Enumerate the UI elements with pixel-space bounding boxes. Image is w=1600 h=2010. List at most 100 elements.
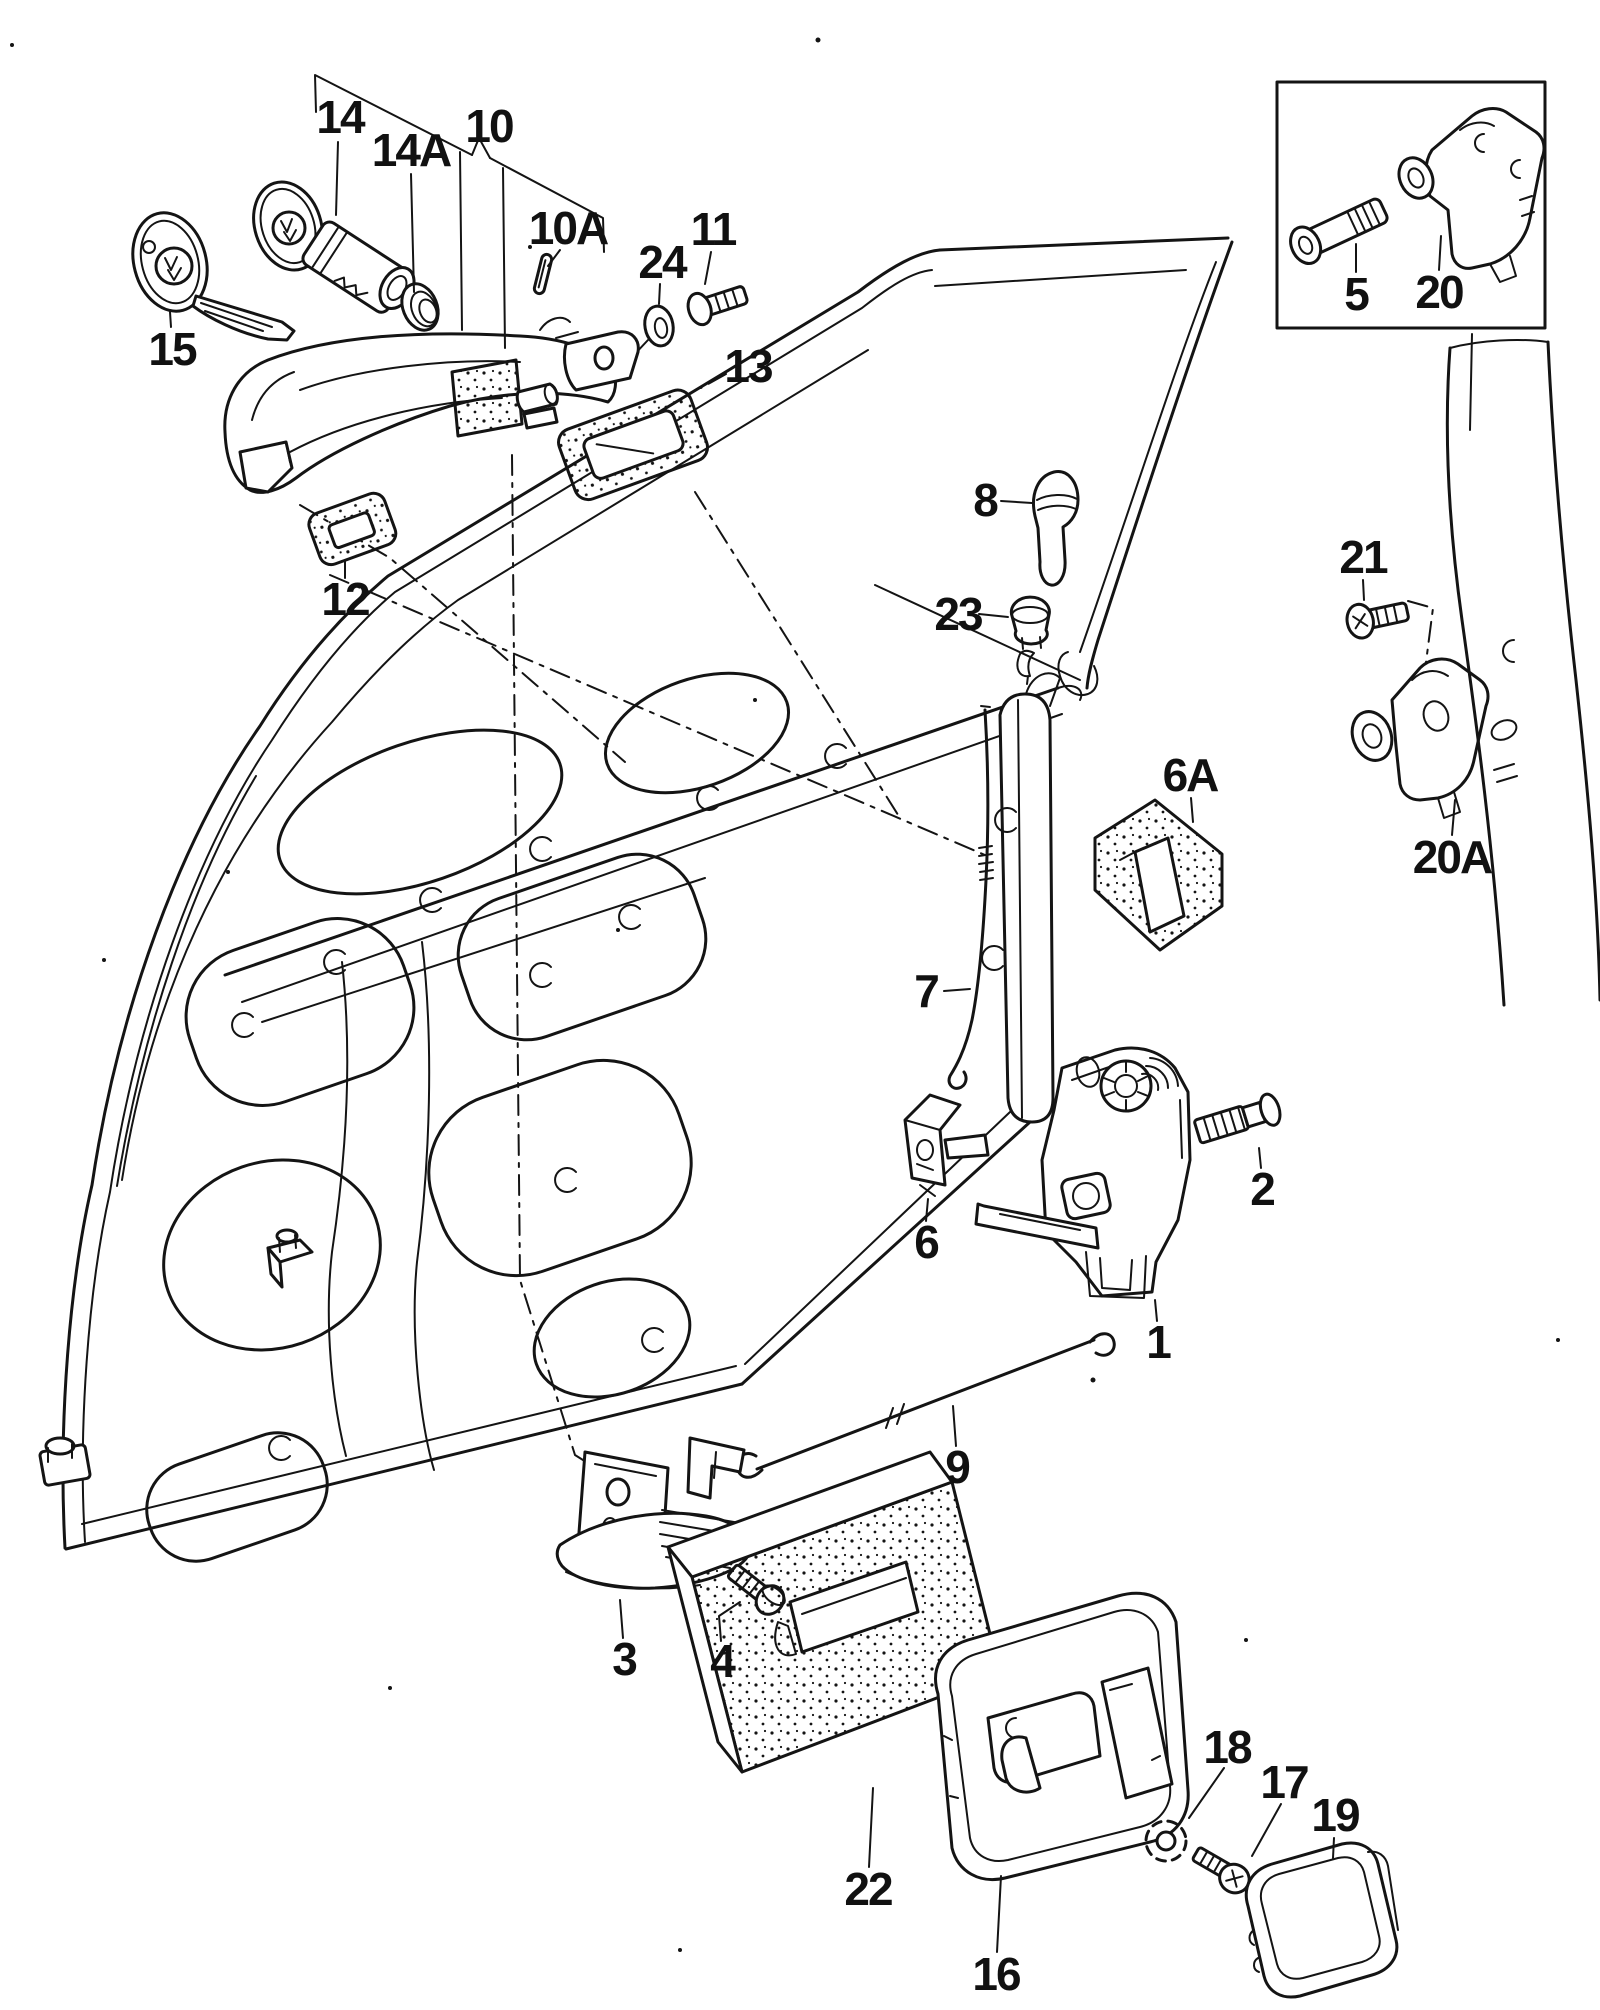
panel-cutout-7 — [145, 1431, 329, 1563]
door-rear-edge — [740, 1120, 1032, 1386]
leader-4 — [718, 1601, 741, 1642]
leader-19 — [1332, 1837, 1335, 1859]
part-label-22: 22 — [844, 1863, 892, 1915]
leader-14 — [335, 141, 339, 216]
part-lock-knob-8 — [1032, 470, 1080, 587]
part-washer-24 — [643, 304, 675, 348]
part-label-2: 2 — [1250, 1163, 1274, 1215]
panel-cutout-5 — [162, 1158, 382, 1352]
door-front-edge-inner — [81, 269, 933, 1543]
callouts: 1 2 3 4 5 6 6A 7 8 9 10 10A 11 12 13 14 … — [148, 74, 1494, 2000]
part-label-15: 15 — [148, 323, 197, 375]
leader-1 — [1154, 1299, 1158, 1322]
inner-front-channel — [116, 775, 257, 1187]
belt-line-outer — [223, 686, 1060, 977]
part-lock-cylinder-14 — [252, 180, 416, 314]
belt-line-hook — [1057, 684, 1083, 701]
part-screw-21 — [1345, 601, 1410, 640]
part-key-15 — [131, 211, 296, 342]
part-label-3: 3 — [612, 1633, 636, 1685]
leader-10a — [547, 249, 561, 267]
leader-23 — [978, 613, 1009, 618]
vent-pivot — [1057, 651, 1099, 696]
handle-ear-plate — [562, 330, 640, 392]
align-line-screw21-to-bracket — [1407, 600, 1434, 671]
panel-cutout-3 — [184, 917, 416, 1107]
part-label-19: 19 — [1311, 1789, 1359, 1841]
leader-20a — [1451, 799, 1456, 836]
part-door-lock-1 — [974, 1046, 1192, 1299]
leader-14a — [410, 173, 415, 293]
part-screw-17 — [1191, 1846, 1251, 1895]
belt-line-inner — [241, 713, 1063, 1003]
part-label-6a: 6A — [1163, 749, 1219, 801]
rear-channel — [998, 692, 1055, 1124]
part-door-check-20a — [1350, 657, 1490, 819]
part-lock-rod-7 — [947, 705, 994, 1090]
part-label-14a: 14A — [372, 124, 451, 176]
panel-cutout-8 — [532, 1277, 692, 1399]
panel-wave-line-2 — [413, 941, 435, 1471]
leader-21 — [1362, 579, 1365, 601]
lock-fork — [1085, 1251, 1147, 1299]
part-grommet-23 — [1009, 595, 1051, 685]
part-label-9: 9 — [945, 1441, 969, 1493]
part-label-23: 23 — [934, 588, 982, 640]
part-label-12: 12 — [321, 573, 369, 625]
handle-cylinder-stub — [515, 382, 559, 430]
leader-22 — [868, 1787, 874, 1868]
panel-cutout-4 — [456, 852, 708, 1042]
leader-11 — [704, 251, 712, 285]
part-seal-ring-14a — [400, 282, 440, 332]
part-star-washer-18 — [1144, 1819, 1188, 1863]
part-door-check-20 — [1397, 107, 1546, 283]
part-label-4: 4 — [710, 1635, 736, 1687]
b-pillar-strip — [1445, 333, 1600, 1007]
part-trim-plate-16 — [934, 1591, 1190, 1881]
vent-divider-inner — [1079, 261, 1217, 653]
check-strap-bracket — [38, 1436, 92, 1487]
a-pillar-third-line — [121, 349, 869, 1181]
part-foam-block-6a — [1093, 798, 1224, 952]
belt-line-extra — [261, 877, 706, 1023]
part-label-20a: 20A — [1413, 831, 1492, 883]
part-label-21: 21 — [1339, 531, 1388, 583]
leader-16 — [996, 1875, 1002, 1953]
door-shell — [38, 236, 1234, 1563]
leader-9 — [952, 1405, 957, 1447]
part-label-7: 7 — [914, 965, 938, 1017]
part-label-13: 13 — [724, 340, 772, 392]
part-screw-11 — [686, 285, 749, 327]
scan-noise — [10, 37, 1560, 1952]
window-top-frame — [938, 236, 1230, 252]
part-label-14: 14 — [316, 91, 366, 143]
align-line-handle-to-lock — [329, 574, 986, 856]
part-label-6: 6 — [914, 1216, 938, 1268]
part-label-10a: 10A — [529, 202, 608, 254]
grommet-clip — [1016, 649, 1035, 685]
part-label-17: 17 — [1260, 1756, 1308, 1808]
inset-box — [1275, 80, 1547, 330]
panel-c-holes — [231, 743, 1017, 1461]
leader-6 — [925, 1198, 929, 1222]
part-bolt-5 — [1289, 197, 1389, 265]
key-hole — [142, 240, 156, 254]
panel-cutout-2 — [603, 671, 791, 795]
part-label-24: 24 — [638, 236, 688, 288]
part-latch-wedge-6 — [903, 1093, 990, 1197]
vent-triangle-bottom — [874, 584, 1081, 681]
leader-24 — [658, 283, 661, 305]
leader-15 — [169, 311, 172, 328]
handle-gasket-plate — [450, 358, 524, 438]
part-pin-10a — [532, 252, 554, 296]
vent-divider-outer — [1085, 240, 1234, 690]
leader-17 — [1251, 1803, 1282, 1857]
leader-7 — [943, 988, 971, 992]
leader-8 — [1000, 500, 1033, 504]
door-front-edge-outer — [61, 248, 942, 1550]
part-outer-handle-10 — [223, 316, 640, 494]
part-label-16: 16 — [972, 1948, 1020, 2000]
panel-cutout-6 — [427, 1058, 693, 1278]
